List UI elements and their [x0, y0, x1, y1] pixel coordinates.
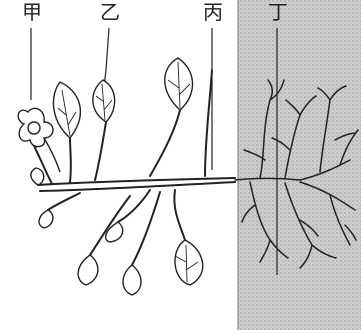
- label-yi: 乙: [100, 2, 120, 22]
- leaf: [123, 265, 141, 295]
- leaf: [39, 210, 53, 228]
- leaf: [53, 82, 80, 138]
- leaf: [31, 168, 44, 185]
- label-jia: 甲: [22, 2, 42, 22]
- flower: [18, 108, 60, 172]
- leaf: [106, 222, 123, 242]
- label-bing: 丙: [203, 2, 223, 22]
- leaf: [78, 255, 98, 285]
- leaf: [175, 240, 203, 285]
- label-ding: 丁: [268, 2, 288, 22]
- soil-region: [238, 0, 361, 330]
